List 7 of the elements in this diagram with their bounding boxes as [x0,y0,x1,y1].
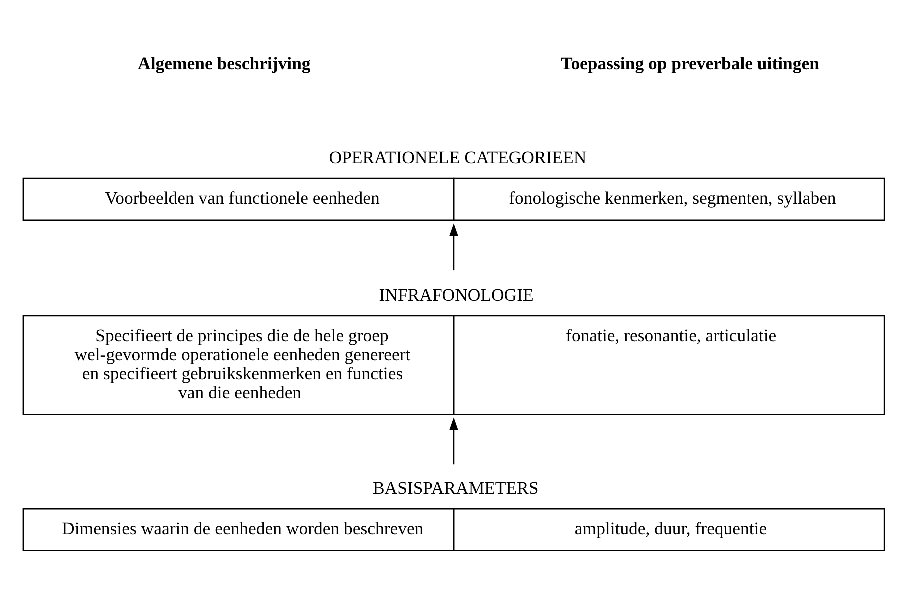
node-label: BASISPARAMETERS [372,478,539,498]
arrow [450,224,458,271]
arrow [450,418,458,465]
node-label: OPERATIONELE CATEGORIEEN [329,148,587,168]
node-label: INFRAFONOLOGIE [379,285,534,306]
label: Toepassing op preverbale uitingen [561,53,820,74]
label: Algemene beschrijving [138,53,311,74]
